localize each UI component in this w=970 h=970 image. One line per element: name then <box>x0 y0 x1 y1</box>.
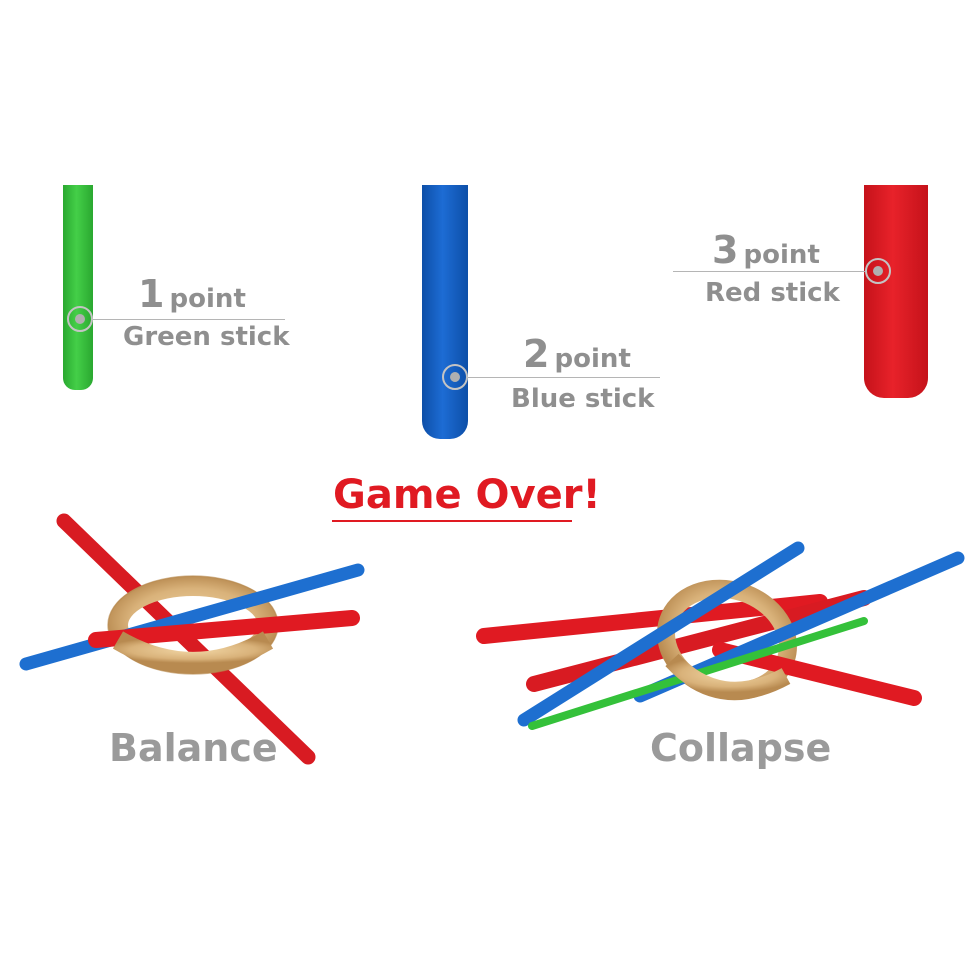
collapse-red-stick-2 <box>526 590 872 692</box>
red-stick-marker-icon <box>865 258 891 284</box>
red-stick-points-word: point <box>743 240 820 270</box>
collapse-ring-front <box>665 653 791 700</box>
green-stick-marker-icon <box>67 306 93 332</box>
balance-ring-front <box>112 631 274 672</box>
game-over-title: Game Over! <box>333 472 601 518</box>
balance-blue-stick <box>19 563 365 671</box>
green-stick-name: Green stick <box>123 322 290 352</box>
blue-stick-points-word: point <box>554 344 631 374</box>
blue-stick-marker-icon <box>442 364 468 390</box>
blue-stick-points-number: 2 <box>523 332 550 376</box>
collapse-illustration <box>476 541 965 730</box>
balance-illustration <box>19 513 365 765</box>
blue-stick <box>422 185 468 439</box>
green-stick-leader-line <box>93 319 285 320</box>
green-stick-points: 1 point <box>138 272 246 316</box>
red-stick-points-number: 3 <box>712 228 739 272</box>
blue-stick-name: Blue stick <box>511 384 655 414</box>
red-stick <box>864 185 928 398</box>
collapse-blue-stick-1 <box>517 541 805 727</box>
balance-red-stick-horizontal <box>88 610 360 648</box>
green-stick-points-word: point <box>169 284 246 314</box>
blue-stick-leader-line <box>468 377 660 378</box>
balance-caption: Balance <box>109 726 278 770</box>
green-stick <box>63 185 93 390</box>
blue-stick-points: 2 point <box>523 332 631 376</box>
game-over-underline <box>332 520 572 522</box>
red-stick-leader-line <box>673 271 865 272</box>
red-stick-points: 3 point <box>712 228 820 272</box>
collapse-caption: Collapse <box>650 726 832 770</box>
green-stick-points-number: 1 <box>138 272 165 316</box>
red-stick-name: Red stick <box>705 278 840 308</box>
